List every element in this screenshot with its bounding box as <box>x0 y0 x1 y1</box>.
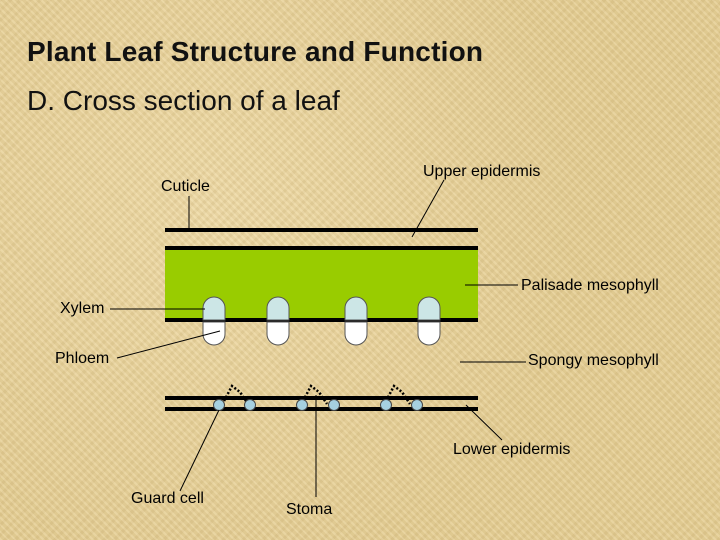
stoma-opening <box>301 384 329 405</box>
stoma-opening <box>384 384 412 405</box>
vascular-bundle <box>202 296 226 346</box>
vascular-bundle <box>417 296 441 346</box>
guard-cell <box>380 399 392 411</box>
lower-epidermis-leader <box>465 404 503 441</box>
guard-cell <box>411 399 423 411</box>
upper-epidermis-leader <box>411 179 445 238</box>
phloem-leader <box>116 330 221 359</box>
slide-subtitle: D. Cross section of a leaf <box>27 85 340 116</box>
guard-cell <box>213 399 225 411</box>
guard-cell <box>296 399 308 411</box>
guard-cell-leader <box>179 409 220 492</box>
guard-cell <box>244 399 256 411</box>
label-lower-epidermis: Lower epidermis <box>453 441 571 458</box>
label-spongy-mesophyll: Spongy mesophyll <box>528 352 659 369</box>
label-upper-epidermis: Upper epidermis <box>423 163 541 180</box>
lower-epidermis-line-bottom <box>165 407 478 411</box>
stoma-opening <box>222 384 250 405</box>
palisade-bottom-line <box>165 318 478 322</box>
label-palisade-mesophyll: Palisade mesophyll <box>521 277 659 294</box>
label-stoma: Stoma <box>286 501 333 518</box>
guard-cell <box>328 399 340 411</box>
vascular-bundle <box>344 296 368 346</box>
cuticle-line <box>165 228 478 232</box>
label-guard-cell: Guard cell <box>131 490 204 507</box>
slide-title: Plant Leaf Structure and Function <box>27 36 484 67</box>
label-phloem: Phloem <box>55 350 110 367</box>
vascular-bundle <box>266 296 290 346</box>
label-cuticle: Cuticle <box>161 178 210 195</box>
upper-epidermis-line <box>165 246 478 250</box>
label-xylem: Xylem <box>60 300 105 317</box>
